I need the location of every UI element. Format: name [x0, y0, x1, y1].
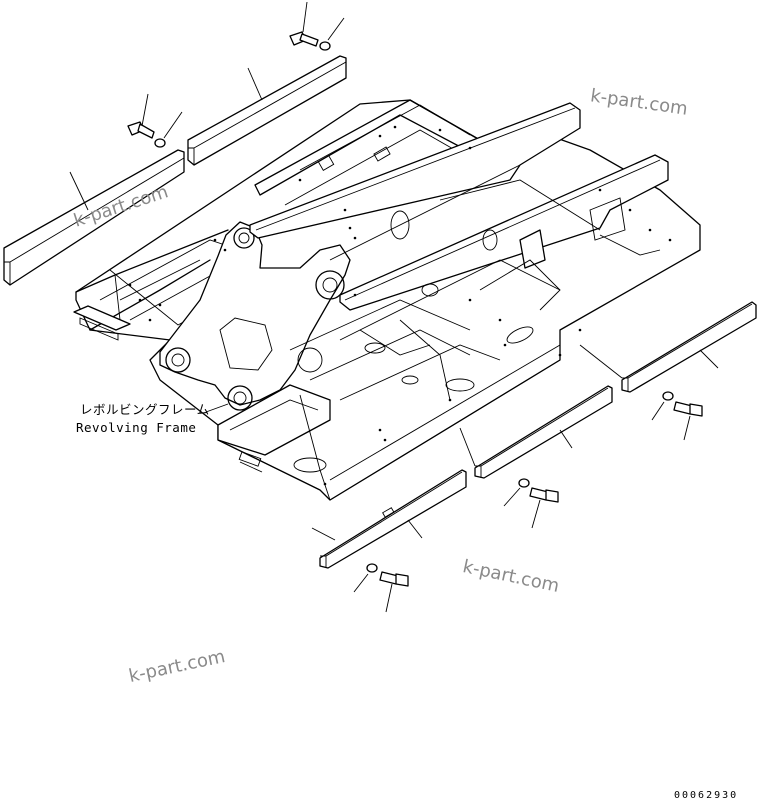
middle-bolt-icon [529, 487, 559, 503]
lower-cover-plate [319, 469, 467, 569]
lower-washer-icon [366, 563, 378, 573]
boom-bracket-left [159, 221, 351, 406]
middle-washer-icon [518, 478, 530, 488]
boom-pin-hole-left [165, 347, 191, 373]
boom-pin-hole-right [315, 270, 345, 300]
revolving-frame [73, 99, 701, 501]
right-cover-plate-group [579, 301, 757, 441]
part-label-english: Revolving Frame [76, 420, 197, 435]
top-cover-plate-group [187, 1, 347, 166]
boom-pin-hole-top [233, 227, 255, 249]
lower-cover-plate-group [311, 469, 467, 613]
right-long-beam [339, 154, 669, 311]
lower-bolt-icon [379, 571, 409, 587]
left-cover-plate [3, 149, 185, 286]
step-plate [73, 305, 131, 331]
part-label-japanese: レボルビングフレーム [80, 402, 210, 417]
top-cover-plate [187, 55, 347, 166]
middle-cover-plate-group [459, 385, 613, 529]
left-cover-plate-group [3, 93, 185, 286]
left-bolt-icon [127, 121, 155, 139]
label-leader [205, 403, 229, 413]
right-washer-icon [662, 391, 674, 401]
left-washer-icon [154, 138, 166, 148]
top-washer-icon [319, 41, 331, 51]
right-bolt-icon [673, 401, 703, 417]
top-bolt-icon [289, 31, 319, 47]
frame-holes [128, 125, 672, 486]
right-cover-plate [621, 301, 757, 393]
middle-cover-plate [474, 385, 613, 479]
drawing-code: 00062930 [674, 790, 739, 801]
